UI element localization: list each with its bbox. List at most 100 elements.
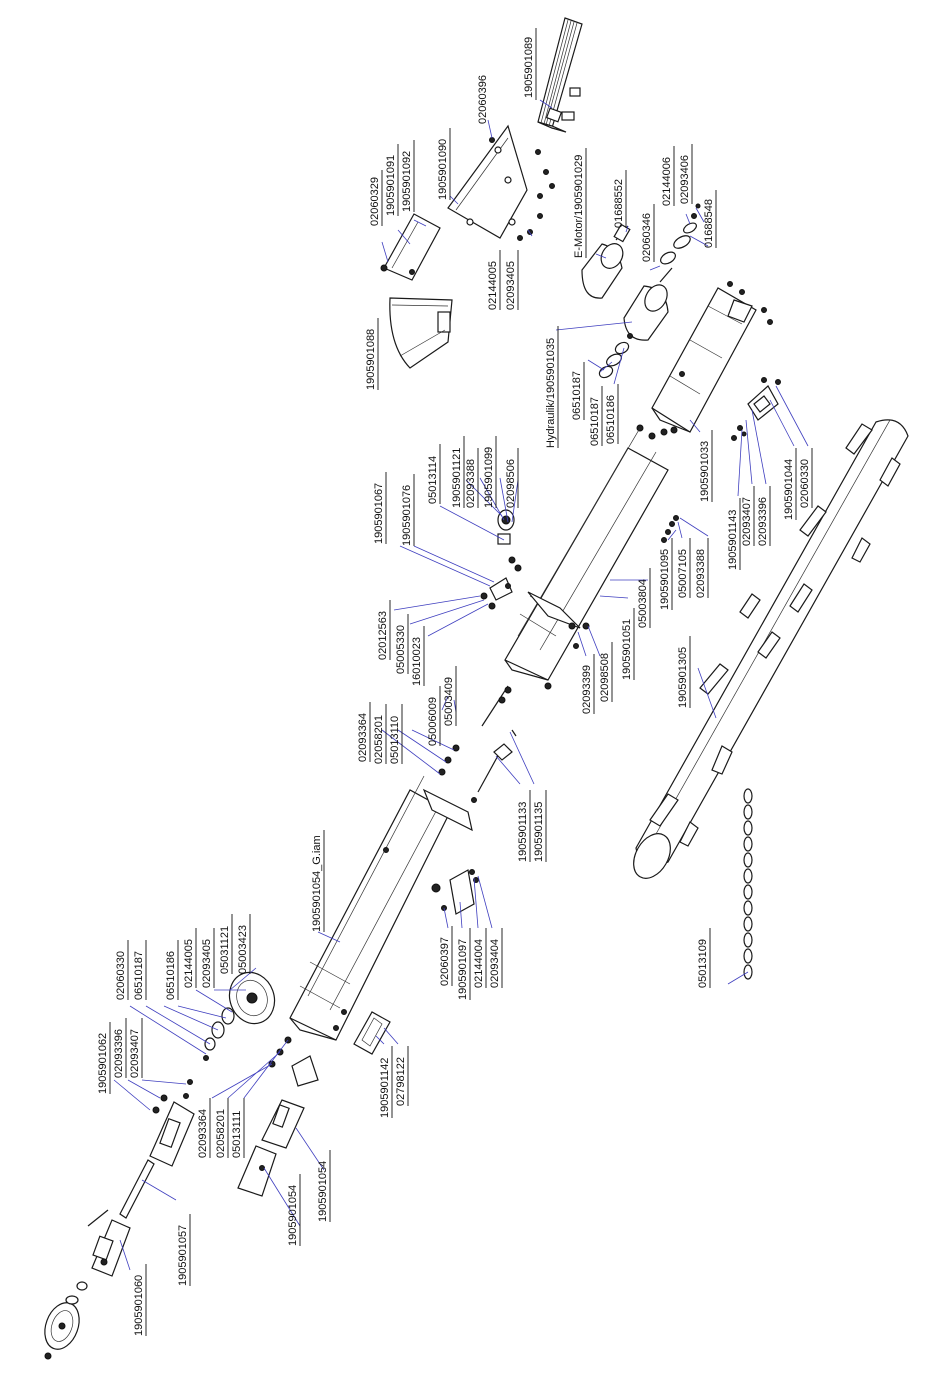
label-02098508: 02098508 bbox=[599, 653, 611, 702]
label-05031121: 05031121 bbox=[219, 926, 231, 974]
label-02093405: 02093405 bbox=[505, 261, 517, 310]
label-05003804: 05003804 bbox=[637, 579, 649, 628]
label-1905901143: 1905901143 bbox=[727, 510, 739, 570]
e-motor-part bbox=[581, 223, 631, 299]
label-05013114: 05013114 bbox=[427, 456, 439, 504]
label-02093396: 02093396 bbox=[757, 497, 769, 546]
label-1905901135: 1905901135 bbox=[533, 802, 545, 862]
label-02093407: 02093407 bbox=[741, 497, 753, 546]
label-02060396: 02060396 bbox=[477, 75, 489, 124]
label-02093404: 02093404 bbox=[489, 939, 501, 988]
label-02093399: 02093399 bbox=[581, 665, 593, 714]
label-02098506: 02098506 bbox=[505, 459, 517, 508]
label-06510187-lower: 06510187 bbox=[133, 951, 145, 1000]
middle-conveyor-part bbox=[504, 427, 669, 690]
label-1905901089: 1905901089 bbox=[523, 37, 535, 98]
label-1905901067: 1905901067 bbox=[373, 483, 385, 544]
hydraulic-motor-part bbox=[623, 267, 673, 341]
leader-lines bbox=[113, 99, 809, 1271]
label-02012563: 02012563 bbox=[377, 611, 389, 660]
label-06510187-a: 06510187 bbox=[571, 371, 583, 420]
label-1905901305: 1905901305 bbox=[677, 647, 689, 708]
screws-upper bbox=[489, 137, 555, 241]
label-05007105: 05007105 bbox=[677, 549, 689, 598]
label-02060329: 02060329 bbox=[369, 177, 381, 226]
label-1905901057: 1905901057 bbox=[177, 1225, 189, 1286]
label-1905901054-g-iam: 1905901054_G.iam bbox=[311, 835, 323, 932]
label-05003409: 05003409 bbox=[443, 677, 455, 726]
label-06510186: 06510186 bbox=[605, 395, 617, 444]
label-1905901088: 1905901088 bbox=[365, 329, 377, 390]
tensioner-cluster-part bbox=[480, 509, 522, 610]
label-1905901092: 1905901092 bbox=[401, 151, 413, 212]
label-02798122: 02798122 bbox=[395, 1057, 407, 1106]
label-02093364-lower: 02093364 bbox=[197, 1109, 209, 1158]
side-plate-part bbox=[353, 1011, 391, 1055]
wheel-right-part bbox=[203, 971, 276, 1061]
label-05013109: 05013109 bbox=[697, 939, 709, 988]
label-1905901033: 1905901033 bbox=[699, 441, 711, 502]
label-16010023: 16010023 bbox=[411, 637, 423, 686]
label-hydraulik-1905901035: Hydraulik/1905901035 bbox=[545, 338, 557, 448]
bearing-rings-part bbox=[598, 333, 633, 379]
label-1905901099: 1905901099 bbox=[483, 447, 495, 508]
label-06510186-lower: 06510186 bbox=[165, 951, 177, 1000]
screws-mid-right bbox=[661, 515, 679, 543]
bracket-part bbox=[380, 213, 441, 281]
label-1905901054-b: 1905901054 bbox=[317, 1161, 329, 1222]
label-1905901051: 1905901051 bbox=[621, 619, 633, 680]
label-02144004: 02144004 bbox=[473, 939, 485, 988]
label-05013111: 05013111 bbox=[231, 1111, 243, 1158]
label-01688552: 01688552 bbox=[613, 179, 625, 228]
label-02093405-lower: 02093405 bbox=[201, 939, 213, 988]
label-02060330-top: 02060330 bbox=[799, 459, 811, 508]
grate-part bbox=[537, 17, 583, 133]
bolts-left-of-trough bbox=[636, 424, 678, 440]
end-bracket-part bbox=[731, 377, 781, 441]
hopper-plate-part bbox=[447, 124, 528, 239]
label-05003423: 05003423 bbox=[237, 925, 249, 974]
hopper-part bbox=[389, 297, 453, 369]
main-conveyor-part bbox=[289, 775, 473, 1041]
tension-rods-part bbox=[471, 685, 517, 803]
label-02144005-lower: 02144005 bbox=[183, 939, 195, 988]
label-02093407-lower: 02093407 bbox=[129, 1029, 141, 1078]
label-02058201-upper: 02058201 bbox=[373, 715, 385, 764]
label-02060330-lower: 02060330 bbox=[115, 951, 127, 1000]
wheel-bracket-part bbox=[87, 1209, 131, 1277]
auger-tube-part bbox=[633, 419, 909, 879]
label-02093364-upper: 02093364 bbox=[357, 713, 369, 762]
wheel-left-part bbox=[44, 1281, 88, 1360]
label-1905901142: 1905901142 bbox=[379, 1058, 391, 1118]
label-1905901091: 1905901091 bbox=[385, 155, 397, 216]
label-05005330: 05005330 bbox=[395, 625, 407, 674]
label-02093388-mid: 02093388 bbox=[695, 549, 707, 598]
label-02144006: 02144006 bbox=[661, 157, 673, 206]
label-1905901133: 1905901133 bbox=[517, 802, 529, 862]
label-1905901095: 1905901095 bbox=[659, 549, 671, 610]
label-02144005: 02144005 bbox=[487, 261, 499, 310]
label-1905901076: 1905901076 bbox=[401, 485, 413, 546]
label-05013110: 05013110 bbox=[389, 716, 401, 764]
label-1905901090: 1905901090 bbox=[437, 139, 449, 200]
label-02093388-top: 02093388 bbox=[465, 459, 477, 508]
upper-trough-part bbox=[651, 281, 773, 433]
label-1905901054-a: 1905901054 bbox=[287, 1185, 299, 1246]
cover-plate-part bbox=[441, 869, 479, 915]
axle-bracket-part bbox=[149, 1079, 195, 1167]
label-06510187-b: 06510187 bbox=[589, 397, 601, 446]
label-1905901062: 1905901062 bbox=[97, 1033, 109, 1094]
label-02058201-lower: 02058201 bbox=[215, 1109, 227, 1158]
label-02093396-lower: 02093396 bbox=[113, 1029, 125, 1078]
lower-plates-part bbox=[237, 1055, 319, 1197]
label-01688548: 01688548 bbox=[703, 199, 715, 248]
shaft-part bbox=[119, 1159, 155, 1219]
label-02093406: 02093406 bbox=[679, 155, 691, 204]
bearing-stack-part bbox=[660, 203, 701, 265]
label-e-motor-1905901029: E-Motor/1905901029 bbox=[573, 155, 585, 258]
label-1905901060: 1905901060 bbox=[133, 1275, 145, 1336]
bolt-cluster-upper bbox=[438, 744, 460, 776]
chain-part bbox=[743, 788, 753, 980]
